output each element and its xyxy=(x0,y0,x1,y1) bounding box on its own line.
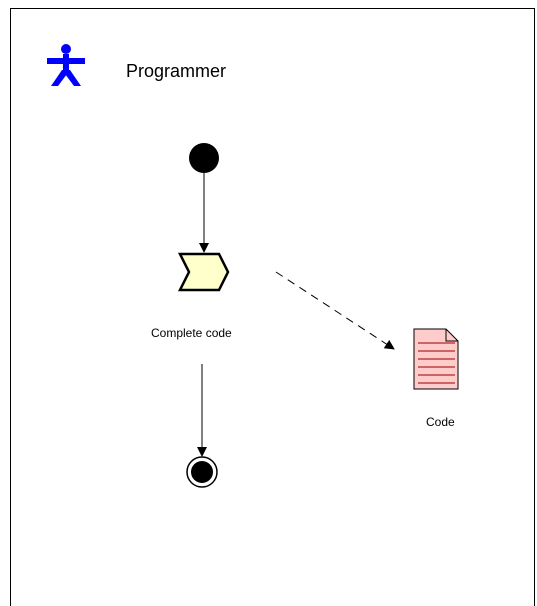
document-artifact-icon[interactable] xyxy=(413,328,459,390)
activity-label: Complete code xyxy=(151,326,232,340)
role-label: Programmer xyxy=(126,61,227,81)
flow-activity-to-artifact xyxy=(275,271,395,350)
artifact-label: Code xyxy=(426,415,455,429)
diagram-frame xyxy=(10,8,535,606)
initial-node[interactable] xyxy=(189,143,219,173)
stick-figure-role-icon[interactable] xyxy=(47,44,85,86)
final-node[interactable] xyxy=(186,456,218,488)
chevron-task-icon[interactable] xyxy=(177,252,230,292)
